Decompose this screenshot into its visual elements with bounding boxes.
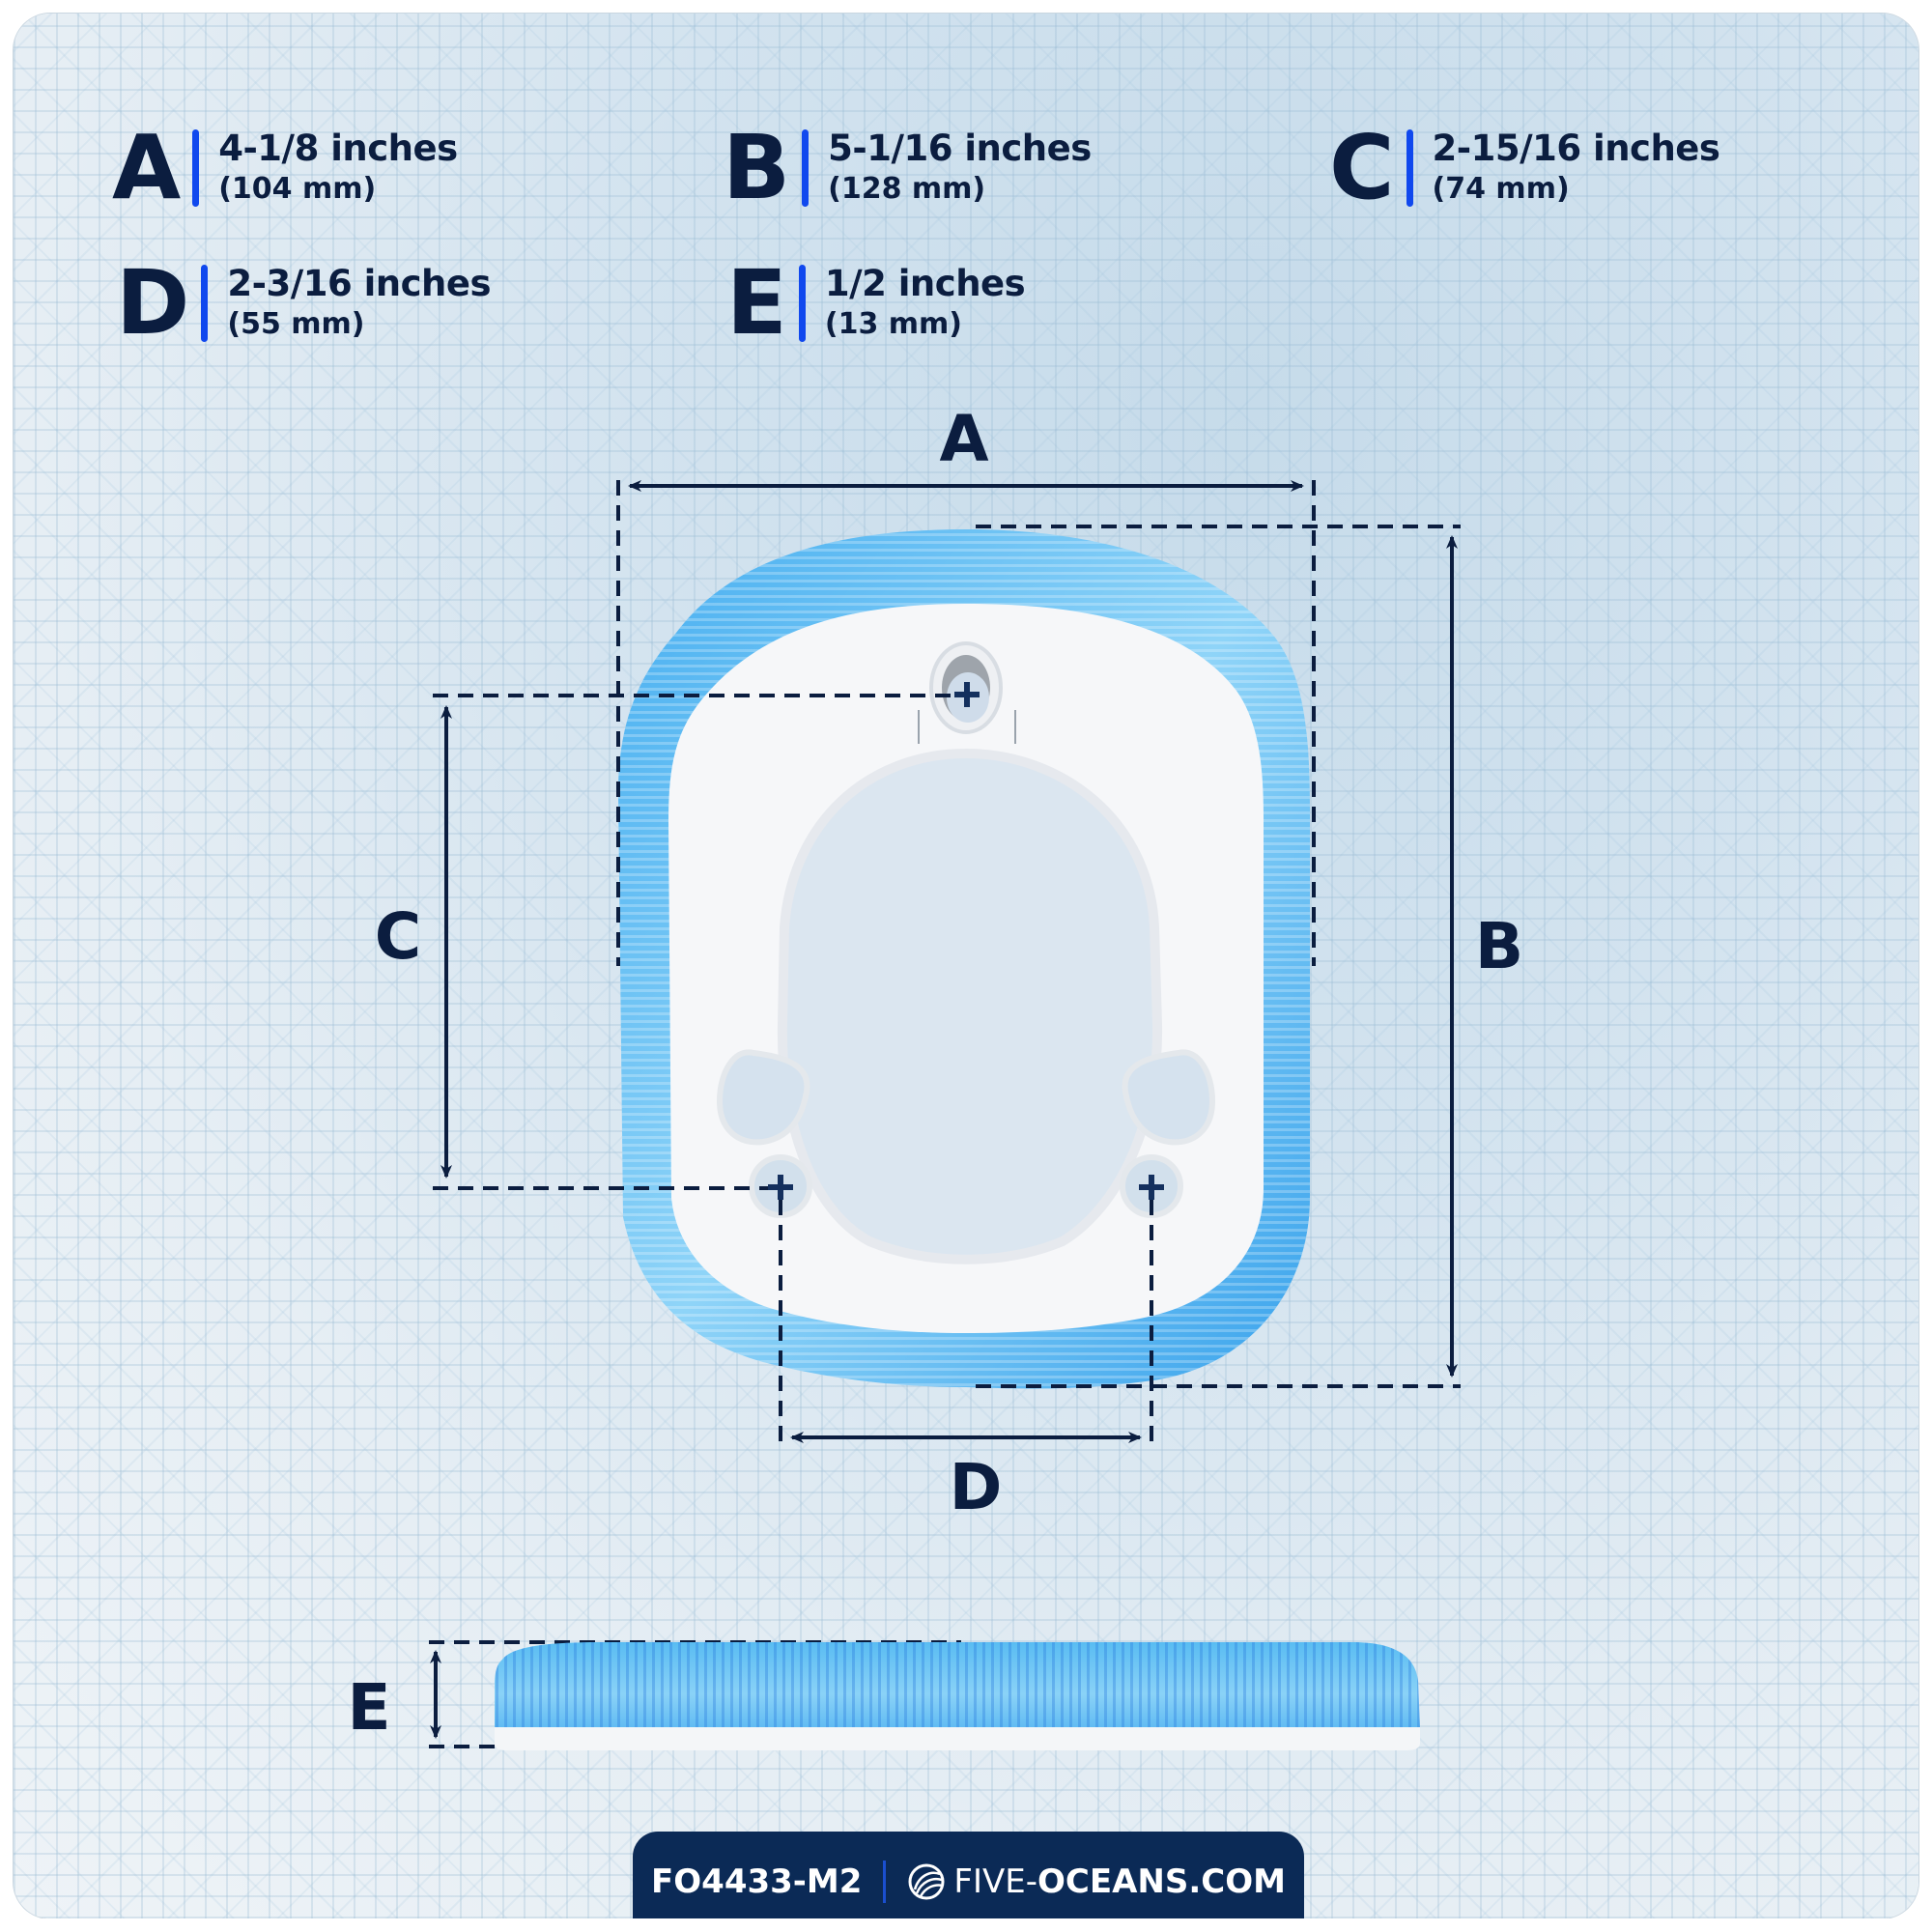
bottom-margin	[0, 1918, 1932, 1932]
spec-letter: A	[112, 116, 181, 219]
spec-inches: 5-1/16 inches	[828, 128, 1092, 170]
spec-letter: D	[116, 251, 189, 355]
brand-name-bold: OCEANS.COM	[1037, 1862, 1286, 1901]
accent-bar	[1406, 129, 1413, 207]
accent-bar	[201, 265, 209, 342]
shell-logo-icon	[908, 1863, 945, 1900]
central-opening	[777, 748, 1163, 1264]
spec-b: B 5-1/16 inches (128 mm)	[723, 124, 1092, 213]
spec-d: D 2-3/16 inches (55 mm)	[116, 251, 492, 355]
base-edge	[495, 1727, 1420, 1750]
spec-letter: C	[1329, 116, 1395, 219]
footer-divider	[883, 1861, 887, 1903]
spec-mm: (128 mm)	[828, 172, 986, 207]
dimension-label-c: C	[374, 899, 422, 974]
spec-mm: (104 mm)	[218, 172, 377, 207]
spec-inches: 1/2 inches	[824, 263, 1026, 305]
hole-center-markers	[768, 682, 1164, 1200]
spec-letter: E	[726, 251, 787, 355]
accent-bar	[192, 129, 200, 207]
accent-bar	[798, 265, 806, 342]
dimension-arrows	[430, 480, 1458, 1739]
cover-plate-side-view	[495, 1642, 1420, 1750]
spec-letter: B	[723, 116, 790, 219]
spec-c: C 2-15/16 inches (74 mm)	[1329, 116, 1720, 219]
brand-name-light: FIVE-	[953, 1862, 1037, 1901]
footer-badge: FO4433-M2 FIVE- OCEANS.COM	[633, 1832, 1304, 1932]
product-sku: FO4433-M2	[651, 1862, 863, 1901]
spec-inches: 2-3/16 inches	[227, 263, 492, 305]
accent-bar	[802, 129, 810, 207]
spec-mm: (13 mm)	[824, 307, 962, 342]
cover-plate-top-view	[618, 529, 1310, 1389]
dimension-label-e: E	[347, 1670, 391, 1745]
dimension-label-a: A	[939, 402, 989, 476]
dimension-label-d: D	[949, 1450, 1003, 1524]
spec-mm: (55 mm)	[227, 307, 365, 342]
spec-inches: 4-1/8 inches	[218, 128, 458, 170]
dimension-label-b: B	[1474, 909, 1524, 983]
spec-inches: 2-15/16 inches	[1432, 128, 1720, 170]
brand-link[interactable]: FIVE- OCEANS.COM	[907, 1862, 1286, 1901]
spec-mm: (74 mm)	[1432, 172, 1570, 207]
spec-a: A 4-1/8 inches (104 mm)	[112, 124, 458, 213]
spec-e: E 1/2 inches (13 mm)	[726, 251, 1026, 355]
